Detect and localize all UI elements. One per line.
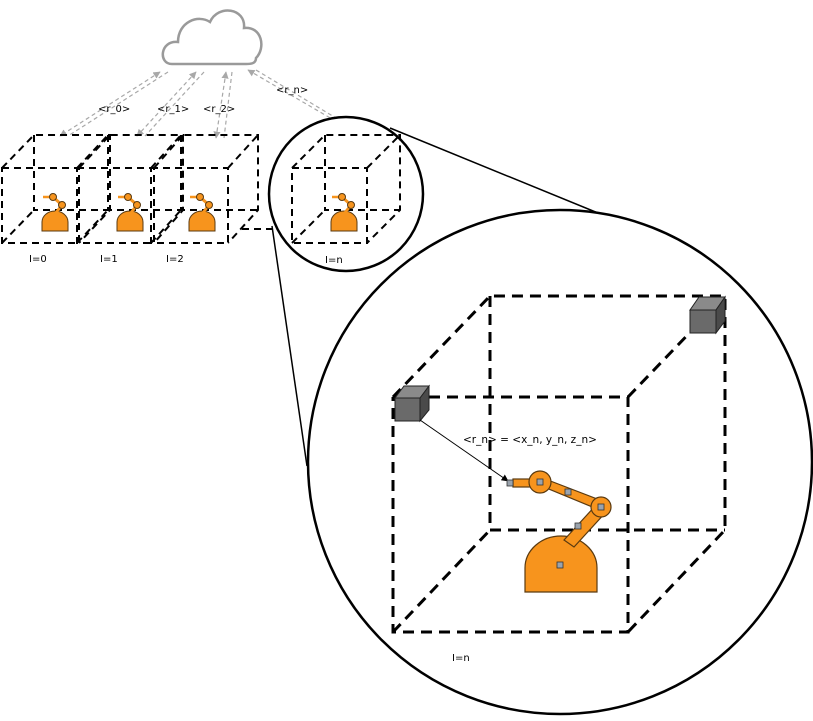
message-label-0: <r_0> [98,104,130,115]
zoom-circle [306,208,813,716]
agent-id-label-1: I=1 [100,254,118,265]
position-arrow [419,419,509,482]
message-label-1: <r_1> [157,104,189,115]
agent-cube-1 [76,134,184,244]
agent-cube-2 [150,134,259,244]
robot-arm-icon [40,192,70,233]
position-equation: <r_n> = <x_n, y_n, z_n> [463,434,597,446]
marker-cube-icon [689,295,726,335]
robot-arm-icon [506,470,612,593]
agent-n-lens [267,115,425,273]
agent-id-label-0: I=0 [29,254,47,265]
agent-cube-0 [1,134,111,244]
agent-id-label-2: I=2 [166,254,184,265]
zoom-connector [271,127,621,467]
message-label-2: <r_2> [203,104,235,115]
zoom-id-label: I=n [452,653,470,664]
robot-arm-icon [187,192,217,233]
agent-id-label-n: I=n [325,255,343,266]
marker-cube-icon [394,384,430,423]
message-label-n: <r_n> [276,85,308,96]
robot-arm-icon [115,192,145,233]
cloud-icon [161,9,263,66]
